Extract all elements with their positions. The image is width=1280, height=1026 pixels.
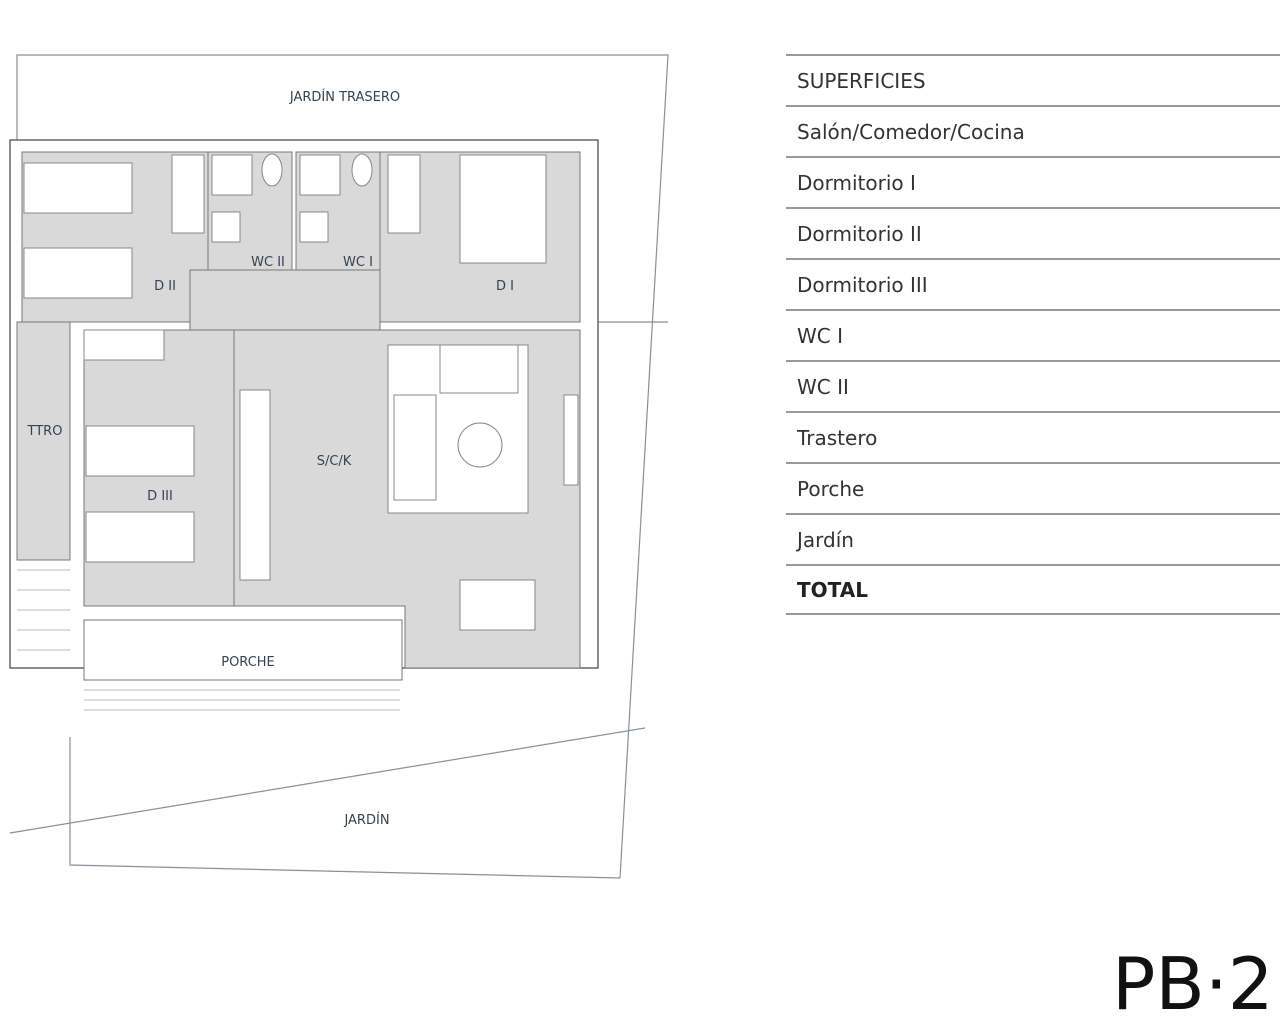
label-sck: S/C/K [317, 454, 352, 469]
table-row: WC II [786, 360, 1280, 411]
table-row: Dormitorio III [786, 258, 1280, 309]
garden-boundary [69, 737, 621, 879]
label-d1: D I [496, 279, 514, 294]
label-jardin: JARDÍN [343, 812, 389, 828]
hall [189, 269, 381, 331]
label-d2: D II [154, 279, 176, 294]
label-wc1: WC I [343, 255, 373, 270]
table-row: Salón/Comedor/Cocina [786, 105, 1280, 156]
table-header: SUPERFICIES [786, 54, 1280, 105]
label-d3: D III [147, 489, 173, 504]
label-wc2: WC II [251, 255, 285, 270]
label-jardin-trasero: JARDÍN TRASERO [289, 89, 400, 105]
porche [83, 619, 403, 681]
floor-plan: JARDÍN TRASERO D II WC II WC I D I TTRO … [9, 54, 669, 879]
plot-boundary [16, 54, 669, 879]
table-row: Porche [786, 462, 1280, 513]
table-row: Dormitorio I [786, 156, 1280, 207]
table-row: WC I [786, 309, 1280, 360]
room-ttro [16, 321, 71, 561]
table-row: Jardín [786, 513, 1280, 564]
table-row: Trastero [786, 411, 1280, 462]
label-porche: PORCHE [221, 655, 275, 670]
table-total-row: TOTAL [786, 564, 1280, 615]
table-row: Dormitorio II [786, 207, 1280, 258]
superficies-table: SUPERFICIES Salón/Comedor/Cocina Dormito… [786, 54, 1280, 615]
plan-code: PB·2 [1112, 942, 1274, 1026]
label-ttro: TTRO [27, 424, 63, 439]
